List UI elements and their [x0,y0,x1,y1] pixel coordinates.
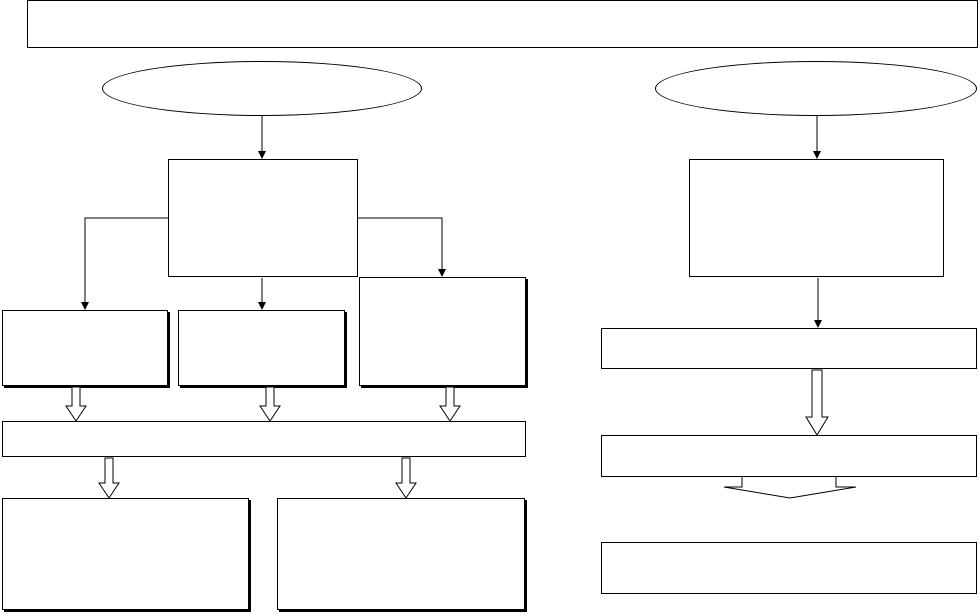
right-main-box [689,159,944,277]
arrow-center-to-branch-3 [358,217,446,277]
left-branch-box-1 [2,310,168,386]
block-arrow-bottom-2 [395,457,417,499]
left-branch-box-2 [178,310,345,386]
right-bar-1 [601,328,977,369]
arrow-center-to-branch-1 [81,217,168,310]
block-arrow-bottom-1 [98,457,120,499]
left-bottom-box-2 [277,498,525,610]
title-box [27,0,978,48]
block-arrow-branch-3 [439,386,461,422]
left-ellipse [102,61,422,116]
right-bar-3 [601,542,977,594]
left-center-box [168,159,358,277]
block-arrow-branch-2 [259,386,281,422]
chevron-arrow-right-bar-2 [723,477,857,499]
block-arrow-right-bar-1 [805,369,829,436]
right-ellipse [655,61,977,116]
left-merge-bar [2,421,526,457]
block-arrow-branch-1 [65,386,87,422]
left-bottom-box-1 [2,498,249,610]
right-bar-2 [601,435,977,477]
left-branch-box-3 [359,277,526,386]
